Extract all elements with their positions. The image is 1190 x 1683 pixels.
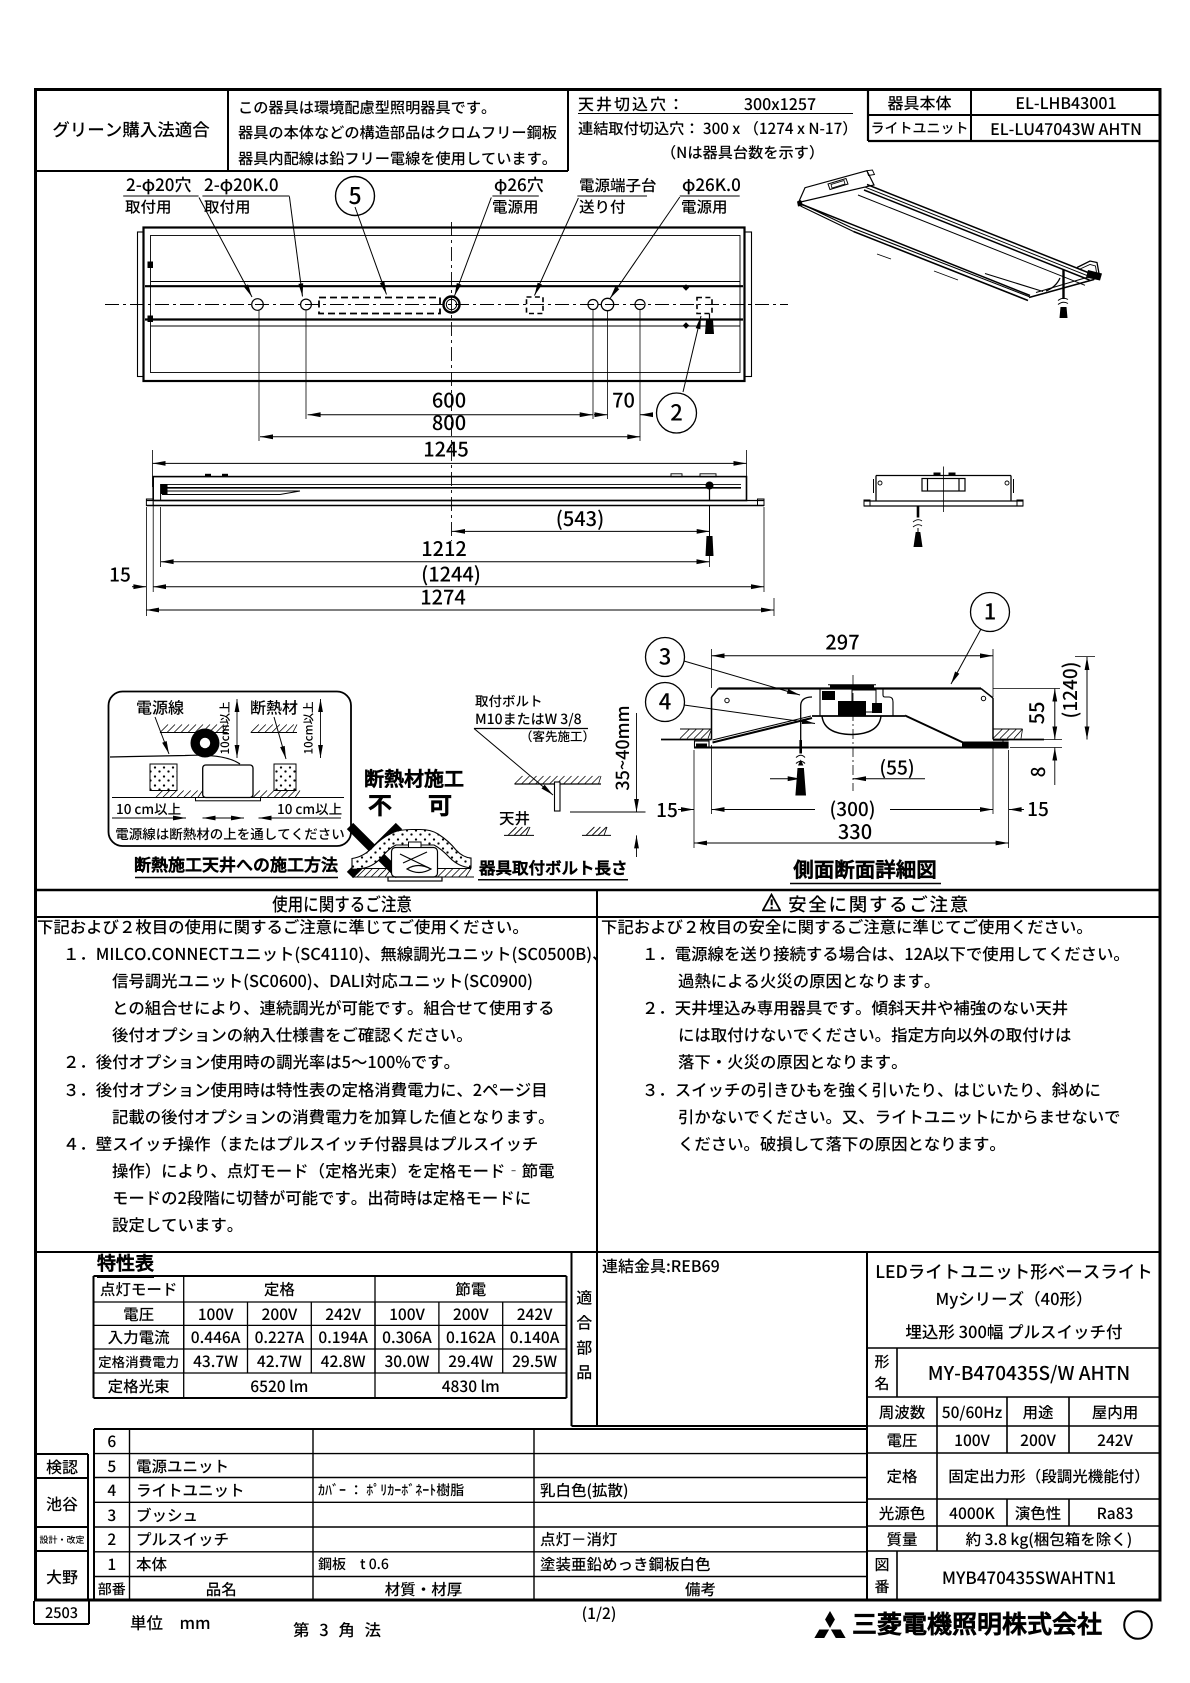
svg-text:35~40mm: 35~40mm <box>609 705 635 790</box>
svg-text:1245: 1245 <box>423 434 469 463</box>
svg-text:2-φ20K.0: 2-φ20K.0 <box>204 171 279 196</box>
svg-text:側面断面詳細図: 側面断面詳細図 <box>792 853 937 883</box>
svg-text:(543): (543) <box>556 503 604 532</box>
svg-text:1212: 1212 <box>421 533 467 562</box>
svg-text:(1240): (1240) <box>1056 662 1083 719</box>
svg-text:800: 800 <box>432 407 466 436</box>
svg-text:15: 15 <box>656 796 678 823</box>
svg-text:取付用: 取付用 <box>204 196 251 218</box>
svg-text:10 cm以上: 10 cm以上 <box>277 798 342 818</box>
svg-text:不 可: 不 可 <box>368 786 458 821</box>
svg-text:10cm以上: 10cm以上 <box>217 702 233 755</box>
svg-text:断熱施工天井への施工方法: 断熱施工天井への施工方法 <box>134 851 338 876</box>
svg-text:15: 15 <box>109 561 131 588</box>
svg-text:10 cm以上: 10 cm以上 <box>116 798 181 818</box>
svg-text:3: 3 <box>659 640 672 672</box>
svg-text:600: 600 <box>432 385 466 414</box>
svg-text:φ26穴: φ26穴 <box>494 171 544 196</box>
svg-text:電源線: 電源線 <box>136 695 184 719</box>
svg-text:天井: 天井 <box>499 807 530 829</box>
svg-text:器具取付ボルト長さ: 器具取付ボルト長さ <box>478 855 628 879</box>
svg-text:15: 15 <box>1027 795 1049 822</box>
svg-text:1274: 1274 <box>420 582 466 611</box>
svg-text:4: 4 <box>659 685 672 717</box>
svg-text:電源線は断熱材の上を通してください: 電源線は断熱材の上を通してください <box>115 823 345 843</box>
svg-text:2-φ20穴: 2-φ20穴 <box>126 171 192 196</box>
svg-text:(1244): (1244) <box>421 559 481 588</box>
svg-text:70: 70 <box>612 385 635 414</box>
svg-text:φ26K.0: φ26K.0 <box>682 171 741 196</box>
svg-text:(300): (300) <box>829 795 875 822</box>
svg-text:電源端子台: 電源端子台 <box>579 174 657 196</box>
svg-text:取付用: 取付用 <box>125 196 172 218</box>
svg-text:1: 1 <box>984 595 997 627</box>
svg-text:8: 8 <box>1024 767 1051 778</box>
svg-text:330: 330 <box>838 816 872 845</box>
svg-text:断熱材施工: 断熱材施工 <box>364 763 464 792</box>
svg-text:送り付: 送り付 <box>579 196 626 218</box>
svg-text:55: 55 <box>1021 702 1050 725</box>
svg-text:10cm以上: 10cm以上 <box>301 702 317 755</box>
svg-text:M10またはW 3/8: M10またはW 3/8 <box>475 709 582 729</box>
svg-text:(55): (55) <box>879 754 914 781</box>
svg-text:取付ボルト: 取付ボルト <box>475 690 543 710</box>
svg-text:2: 2 <box>670 396 683 428</box>
svg-text:297: 297 <box>825 627 859 656</box>
svg-text:5: 5 <box>348 177 361 211</box>
svg-text:断熱材: 断熱材 <box>250 695 298 719</box>
svg-text:電源用: 電源用 <box>681 196 728 218</box>
svg-text:電源用: 電源用 <box>492 196 539 218</box>
svg-text:（客先施工）: （客先施工） <box>520 726 595 745</box>
